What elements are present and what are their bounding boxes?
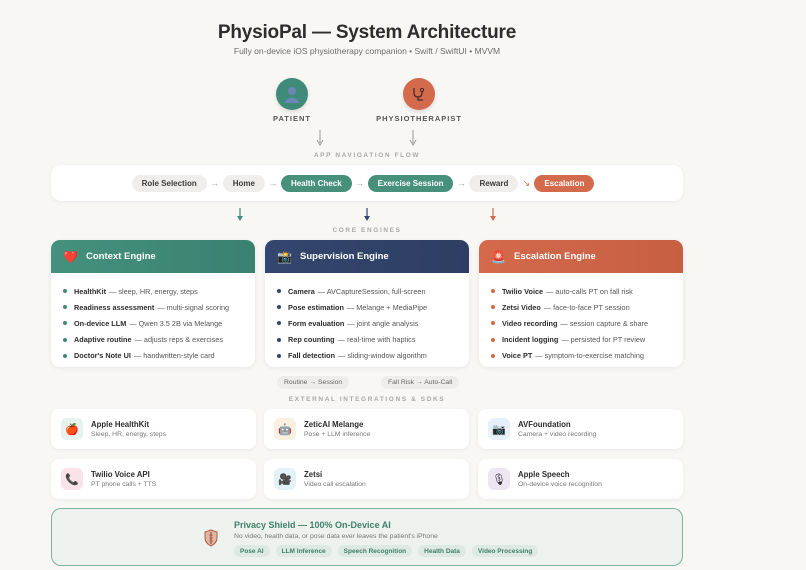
list-item: Zetsi Video— face-to-face PT session: [491, 299, 683, 315]
list-item: Readiness assessment— multi-signal scori…: [63, 299, 255, 315]
arrow-right-icon: →: [210, 178, 220, 188]
navigation-flow-panel: Role Selection → Home → Health Check → E…: [51, 165, 683, 201]
robot-icon: 🤖: [274, 418, 296, 440]
phone-icon: 📞: [61, 468, 83, 490]
list-item: Camera— AVCaptureSession, full-screen: [277, 283, 469, 299]
role-physiotherapist: [403, 78, 435, 110]
list-item: Incident logging— persisted for PT revie…: [491, 332, 683, 348]
list-item: Twilio Voice— auto-calls PT on fall risk: [491, 283, 683, 299]
escalation-engine-card: 🚨 Escalation Engine Twilio Voice— auto-c…: [479, 240, 683, 367]
heart-icon: ❤️: [63, 249, 78, 264]
nav-step-reward[interactable]: Reward: [469, 174, 519, 192]
nav-step-escalation[interactable]: Escalation: [534, 174, 595, 192]
engine-title: Context Engine: [86, 251, 156, 262]
privacy-tag: Pose AI: [234, 545, 270, 557]
supervision-engine-card: 📸 Supervision Engine Camera— AVCaptureSe…: [265, 240, 469, 367]
list-item: HealthKit— sleep, HR, energy, steps: [63, 283, 255, 299]
privacy-tags: Pose AI LLM Inference Speech Recognition…: [234, 545, 539, 557]
list-item: Video recording— session capture & share: [491, 315, 683, 331]
arrow-down-orange-icon: [489, 208, 497, 227]
nav-step-exercise-session[interactable]: Exercise Session: [367, 174, 454, 192]
role-patient: [276, 78, 308, 110]
arrow-down-navy-icon: [363, 208, 371, 227]
shield-icon: [204, 529, 218, 547]
engine-title: Supervision Engine: [300, 251, 389, 262]
list-item: On-device LLM— Qwen 3.5 2B via Melange: [63, 315, 255, 331]
list-item: Doctor's Note UI— handwritten-style card: [63, 348, 255, 364]
privacy-tag: LLM Inference: [275, 545, 332, 557]
alarm-icon: 🚨: [491, 249, 506, 264]
privacy-description: No video, health data, or pose data ever…: [234, 533, 438, 540]
privacy-title: Privacy Shield — 100% On-Device AI: [234, 520, 391, 530]
privacy-tag: Health Data: [418, 545, 466, 557]
role-label-patient: PATIENT: [273, 114, 311, 123]
connector-chip-routine-session: Routine → Session: [277, 376, 350, 389]
privacy-shield-panel: Privacy Shield — 100% On-Device AI No vi…: [51, 508, 683, 566]
page-subtitle: Fully on-device iOS physiotherapy compan…: [233, 46, 501, 56]
section-label-integrations: EXTERNAL INTEGRATIONS & SDKS: [288, 396, 446, 403]
stethoscope-icon: [403, 78, 435, 110]
nav-step-role-selection[interactable]: Role Selection: [131, 174, 207, 192]
nav-step-home[interactable]: Home: [222, 174, 265, 192]
arrow-diagonal-icon: ↘: [522, 177, 531, 188]
connector-chip-fall-risk: Fall Risk → Auto-Call: [381, 376, 460, 389]
arrow-right-icon: →: [268, 178, 278, 188]
person-icon: [276, 78, 308, 110]
list-item: Pose estimation— Melange + MediaPipe: [277, 299, 469, 315]
camera-icon: 📷: [488, 418, 510, 440]
arrow-right-icon: →: [456, 178, 466, 188]
apple-icon: 🍎: [61, 418, 83, 440]
engine-title: Escalation Engine: [514, 251, 596, 262]
list-item: Voice PT— symptom-to-exercise matching: [491, 348, 683, 364]
microphone-icon: 🎙: [488, 468, 510, 490]
arrow-right-icon: →: [355, 178, 365, 188]
camera-icon: 📸: [277, 249, 292, 264]
video-camera-icon: 🎥: [274, 468, 296, 490]
section-label-nav-flow: APP NAVIGATION FLOW: [313, 152, 421, 159]
list-item: Rep counting— real-time with haptics: [277, 332, 469, 348]
arrow-down-icon: [315, 130, 325, 148]
nav-step-health-check[interactable]: Health Check: [280, 174, 352, 192]
privacy-tag: Speech Recognition: [337, 545, 413, 557]
arrow-down-teal-icon: [236, 208, 244, 227]
list-item: Adaptive routine— adjusts reps & exercis…: [63, 332, 255, 348]
page-title: PhysioPal — System Architecture: [217, 22, 517, 43]
privacy-tag: Video Processing: [471, 545, 539, 557]
section-label-core-engines: CORE ENGINES: [332, 227, 402, 234]
context-engine-card: ❤️ Context Engine HealthKit— sleep, HR, …: [51, 240, 255, 367]
list-item: Fall detection— sliding-window algorithm: [277, 348, 469, 364]
arrow-down-icon: [408, 130, 418, 148]
role-label-physiotherapist: PHYSIOTHERAPIST: [376, 114, 462, 123]
list-item: Form evaluation— joint angle analysis: [277, 315, 469, 331]
